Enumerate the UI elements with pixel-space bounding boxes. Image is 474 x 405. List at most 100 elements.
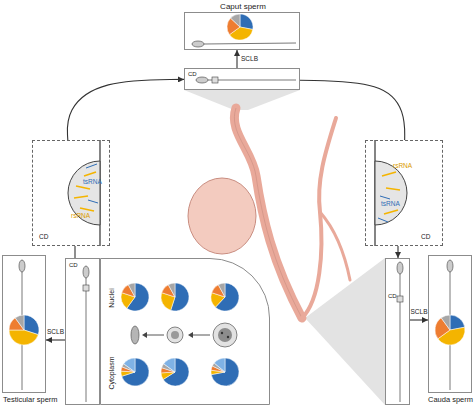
node-label: rsRNA xyxy=(71,213,90,220)
connector xyxy=(397,246,398,258)
rsrna-mark xyxy=(84,172,96,176)
zoom-wedge xyxy=(184,90,300,110)
pie-slice xyxy=(211,358,239,386)
duct-branch xyxy=(320,212,350,280)
tsrna-mark xyxy=(378,218,388,222)
pie-slice xyxy=(15,315,24,330)
cell-nucleus xyxy=(218,328,232,342)
pie-slice xyxy=(168,283,175,297)
edge-label: SCLB xyxy=(411,309,428,316)
pie-chart xyxy=(435,315,465,345)
pie-chart xyxy=(121,283,149,311)
arrow-head xyxy=(188,332,193,338)
rsrna-mark xyxy=(74,196,88,198)
sperm-head xyxy=(447,260,453,272)
pie-slice xyxy=(128,283,135,297)
pie-slice xyxy=(231,14,240,27)
pie-slice xyxy=(124,358,135,372)
connector xyxy=(236,50,237,68)
epididymis xyxy=(234,108,302,318)
sperm-head xyxy=(196,77,208,83)
pie-chart xyxy=(211,283,239,311)
pie-slice xyxy=(164,358,175,372)
node-label: Cauda sperm xyxy=(428,396,473,404)
cytoplasmic-droplet xyxy=(68,161,100,225)
cytoplasmic-droplet xyxy=(375,161,407,225)
node-label: rsRNA xyxy=(393,163,412,170)
droplet-panel: CD xyxy=(385,258,410,405)
cell-nucleus xyxy=(171,331,179,339)
pie-slice xyxy=(218,283,225,297)
pie-slice xyxy=(9,330,38,345)
sperm-tail xyxy=(208,80,296,81)
sperm-head xyxy=(19,260,25,272)
droplet-panel: CD xyxy=(184,68,300,90)
droplet-marker xyxy=(397,296,403,302)
rsrna-mark xyxy=(386,188,400,190)
chromatin-dot xyxy=(227,336,229,338)
spermatocyte xyxy=(213,323,237,347)
chromatin-dot xyxy=(221,332,223,334)
testis-panel: NucleiCytoplasm xyxy=(100,258,270,405)
pie-chart xyxy=(121,358,149,386)
tsrna-mark xyxy=(380,196,390,199)
connector xyxy=(67,79,184,140)
pie-chart xyxy=(211,358,239,386)
connector xyxy=(74,246,75,258)
sperm-head xyxy=(192,41,204,47)
progression-arrow xyxy=(146,335,164,336)
sperm-panel: Caput sperm xyxy=(184,12,300,50)
testis xyxy=(188,178,256,254)
node-label: tsRNA xyxy=(83,179,102,186)
rsrna-mark xyxy=(80,208,94,211)
sperm-panel: Testicular sperm xyxy=(2,255,46,393)
node-label: CD xyxy=(421,234,430,241)
rsrna-mark xyxy=(384,210,398,214)
node-label: CD xyxy=(388,293,397,299)
pie-slice xyxy=(122,358,149,386)
sperm-head xyxy=(397,262,403,274)
edge-label: SCLB xyxy=(47,329,64,336)
epididymis-outline xyxy=(234,108,302,318)
pie-slice xyxy=(214,358,225,372)
progression-arrow xyxy=(192,335,210,336)
pie-chart xyxy=(161,358,189,386)
sperm-panel: Cauda sperm xyxy=(428,255,472,393)
sperm-tail xyxy=(86,278,87,402)
pie-slice xyxy=(161,372,175,380)
rsrna-mark xyxy=(76,186,90,189)
node-label: CD xyxy=(69,262,78,268)
round-spermatid xyxy=(167,327,183,343)
vas-deferens xyxy=(302,118,336,318)
zoom-inset: rsRNA tsRNA CD xyxy=(365,140,443,246)
zoom-inset: tsRNA rsRNA CD xyxy=(32,140,110,246)
node-label: Testicular sperm xyxy=(3,396,58,404)
node-label: Caput sperm xyxy=(220,3,266,11)
pie-chart xyxy=(227,14,253,40)
connector xyxy=(410,319,428,320)
connector xyxy=(300,80,405,140)
node-label: Cytoplasm xyxy=(108,356,115,389)
node-label: CD xyxy=(188,71,197,77)
connector xyxy=(46,339,65,340)
droplet-panel: CD xyxy=(65,258,100,405)
sperm-tail xyxy=(400,274,401,402)
sperm-tail xyxy=(204,43,296,44)
pie-charts xyxy=(9,14,465,386)
droplet-marker xyxy=(83,285,89,291)
tsrna-mark xyxy=(86,164,97,168)
rsrna-mark xyxy=(382,172,396,176)
node-label: tsRNA xyxy=(381,201,400,208)
node-label: CD xyxy=(39,234,48,241)
pie-chart xyxy=(9,315,39,345)
tsrna-mark xyxy=(88,200,98,203)
pie-chart xyxy=(161,283,189,311)
sperm-head xyxy=(83,266,89,278)
edge-label: SCLB xyxy=(241,56,258,63)
node-label: Nuclei xyxy=(108,288,115,307)
droplet-marker xyxy=(212,77,218,83)
arrow-head xyxy=(142,332,147,338)
